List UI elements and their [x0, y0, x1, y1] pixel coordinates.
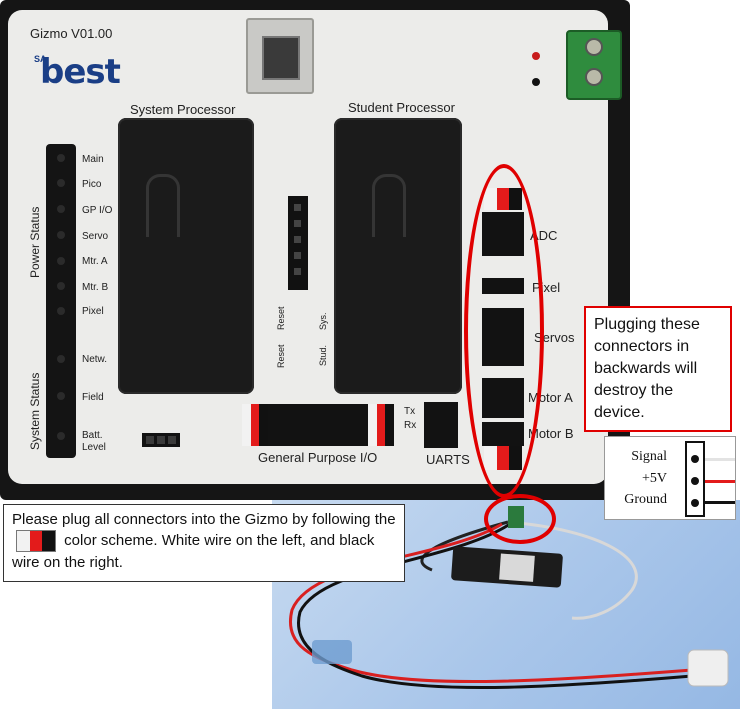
system-processor-cover	[118, 118, 254, 394]
status-led	[57, 282, 65, 290]
instruction-text-before: Please plug all connectors into the Gizm…	[12, 511, 396, 528]
legend-ground: Ground	[624, 492, 667, 507]
battery-header	[142, 433, 180, 447]
system-status-label: System Status	[28, 372, 42, 450]
led-label-main: Main	[82, 154, 104, 165]
reset-label: Reset	[276, 344, 286, 368]
gpio-header	[242, 404, 394, 446]
color-scheme-swatch	[16, 530, 56, 553]
status-led	[57, 231, 65, 239]
status-led	[57, 355, 65, 363]
cover-slot	[146, 174, 180, 237]
power-status-label: Power Status	[28, 206, 42, 278]
legend-wire-white	[705, 458, 735, 461]
led-label-pixel: Pixel	[82, 306, 104, 317]
gpio-color-strip-left	[242, 404, 268, 446]
connector-highlight-oval	[484, 494, 556, 544]
student-processor-cover	[334, 118, 462, 394]
device-title: Gizmo V01.00	[30, 26, 113, 41]
led-label-field: Field	[82, 392, 104, 403]
led-label-mtr-b: Mtr. B	[82, 282, 109, 293]
servos-label: Servos	[534, 330, 575, 345]
system-processor-label: System Processor	[130, 102, 236, 117]
gpio-label: General Purpose I/O	[258, 450, 378, 465]
instruction-text-after: color scheme. White wire on the left, an…	[12, 532, 375, 572]
uart-tx-label: Tx	[404, 406, 416, 417]
led-label-mtr-a: Mtr. A	[82, 256, 108, 267]
uart-header	[424, 402, 458, 448]
wire-legend: Signal +5V Ground	[604, 436, 736, 520]
header-pin	[146, 436, 154, 444]
header-pin	[294, 220, 301, 227]
cover-slot	[372, 174, 406, 237]
uart-rx-label: Rx	[404, 420, 417, 431]
led-label-netw: Netw.	[82, 354, 108, 365]
legend-wire-red	[705, 480, 735, 483]
header-pin	[294, 236, 301, 243]
status-led	[57, 307, 65, 315]
status-led	[57, 432, 65, 440]
best-logo: best	[40, 52, 121, 92]
status-led	[57, 179, 65, 187]
header-pin	[168, 436, 176, 444]
power-terminal-block	[566, 30, 622, 100]
legend-connector	[685, 441, 705, 517]
power-led-black	[532, 78, 540, 86]
led-label-gpio: GP I/O	[82, 205, 113, 216]
reset-pin-header	[288, 196, 308, 290]
power-led-red	[532, 52, 540, 60]
legend-signal: Signal	[631, 449, 667, 464]
sys-label: Sys.	[318, 312, 328, 330]
student-processor-label: Student Processor	[348, 100, 455, 115]
terminal-screw	[585, 68, 603, 86]
status-led-bar	[46, 144, 76, 458]
ethernet-port	[246, 18, 314, 94]
status-led	[57, 154, 65, 162]
instruction-callout: Please plug all connectors into the Gizm…	[3, 504, 405, 582]
header-pin	[294, 204, 301, 211]
header-pin	[294, 252, 301, 259]
reset-label: Reset	[276, 306, 286, 330]
header-pin	[294, 268, 301, 275]
header-pin	[157, 436, 165, 444]
ports-highlight-oval	[464, 164, 544, 498]
terminal-screw	[585, 38, 603, 56]
status-led	[57, 257, 65, 265]
legend-wire-black	[705, 501, 735, 504]
status-led	[57, 205, 65, 213]
stud-label: Stud.	[318, 344, 328, 366]
legend-5v: +5V	[641, 471, 667, 486]
gpio-color-strip-right	[368, 404, 394, 446]
motor-b-label: Motor B	[528, 426, 574, 441]
status-led	[57, 392, 65, 400]
uarts-label: UARTS	[426, 452, 470, 467]
led-label-pico: Pico	[82, 179, 102, 190]
led-label-batt: Batt. Level	[82, 430, 106, 453]
warning-callout: Plugging these connectors in backwards w…	[584, 306, 732, 432]
led-label-servo: Servo	[82, 231, 109, 242]
logo-superscript: SA	[34, 54, 47, 64]
